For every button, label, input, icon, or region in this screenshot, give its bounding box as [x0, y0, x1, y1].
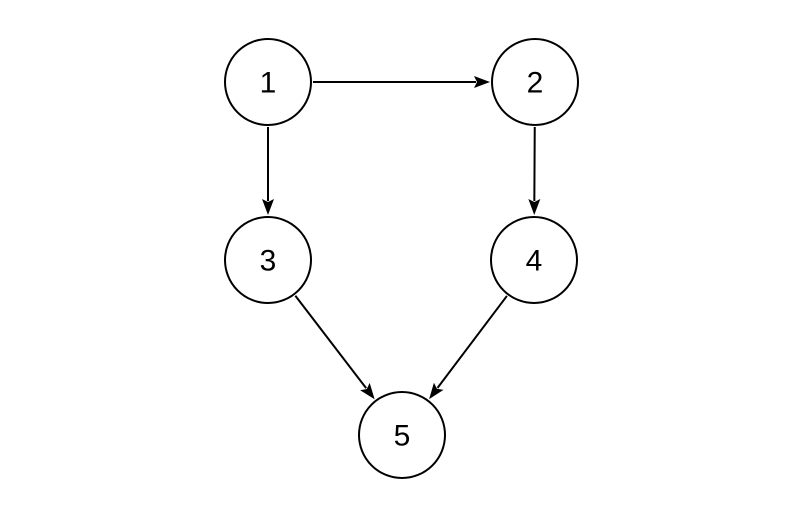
- edge-line-4-5: [436, 295, 508, 389]
- arrowhead-icon-4-5: [429, 382, 444, 400]
- arrowhead-icon-3-5: [360, 382, 375, 400]
- node-circle-5[interactable]: [358, 391, 446, 479]
- node-circle-2[interactable]: [491, 38, 579, 126]
- node-label-2: 2: [527, 67, 544, 100]
- node-circle-4[interactable]: [490, 216, 578, 304]
- edge-1-to-2: [313, 76, 490, 88]
- edge-1-to-3: [262, 127, 274, 215]
- node-label-3: 3: [260, 245, 277, 278]
- edges-layer: [262, 76, 541, 400]
- node-3[interactable]: 3: [224, 216, 312, 304]
- edge-3-to-5: [294, 295, 375, 400]
- nodes-layer: 1 2 3 4 5: [224, 38, 579, 479]
- edge-4-to-5: [429, 295, 508, 400]
- edge-line-3-5: [294, 295, 367, 389]
- node-circle-1[interactable]: [224, 38, 312, 126]
- edge-2-to-4: [528, 126, 541, 215]
- node-1[interactable]: 1: [224, 38, 312, 126]
- arrowhead-icon-2-4: [528, 198, 541, 215]
- arrowhead-icon-1-3: [262, 199, 274, 215]
- node-5[interactable]: 5: [358, 391, 446, 479]
- node-4[interactable]: 4: [490, 216, 578, 304]
- node-label-4: 4: [526, 245, 543, 278]
- node-label-5: 5: [394, 420, 411, 453]
- arrowhead-icon-1-2: [474, 76, 490, 88]
- node-label-1: 1: [260, 67, 277, 100]
- node-circle-3[interactable]: [224, 216, 312, 304]
- node-2[interactable]: 2: [491, 38, 579, 126]
